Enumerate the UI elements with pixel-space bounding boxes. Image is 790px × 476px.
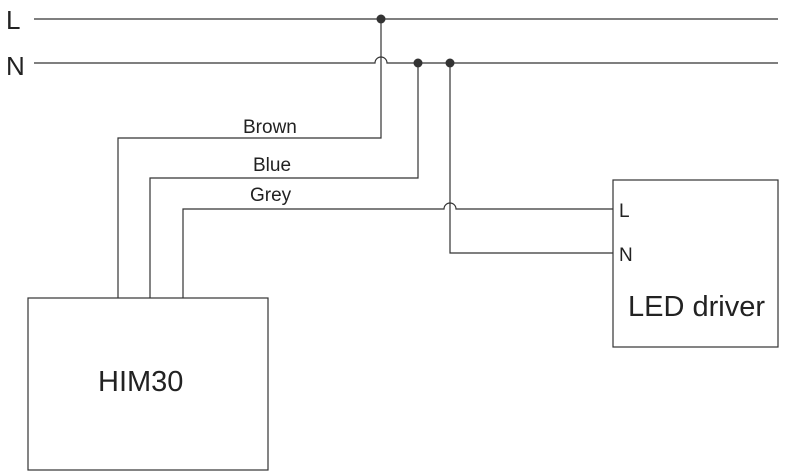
grey-wire [182, 202, 613, 298]
neutral-junction-dot-driver [445, 58, 455, 68]
him30-box [27, 297, 269, 471]
led-driver-box [612, 179, 779, 348]
brown-wire-label: Brown [243, 117, 297, 138]
neutral-bus-line [34, 56, 778, 64]
him30-label: HIM30 [98, 366, 183, 398]
live-bus-label: L [6, 5, 20, 35]
brown-wire [117, 19, 382, 298]
live-junction-dot [376, 14, 386, 24]
led-driver-terminal-n: N [619, 245, 633, 266]
neutral-bus-label: N [6, 51, 25, 81]
blue-wire-label: Blue [253, 155, 291, 176]
grey-wire-label: Grey [250, 185, 292, 206]
neutral-driver-wire [449, 63, 613, 254]
blue-wire [149, 63, 419, 298]
led-driver-label: LED driver [628, 291, 765, 323]
neutral-junction-dot-blue [413, 58, 423, 68]
led-driver-terminal-l: L [619, 201, 630, 222]
